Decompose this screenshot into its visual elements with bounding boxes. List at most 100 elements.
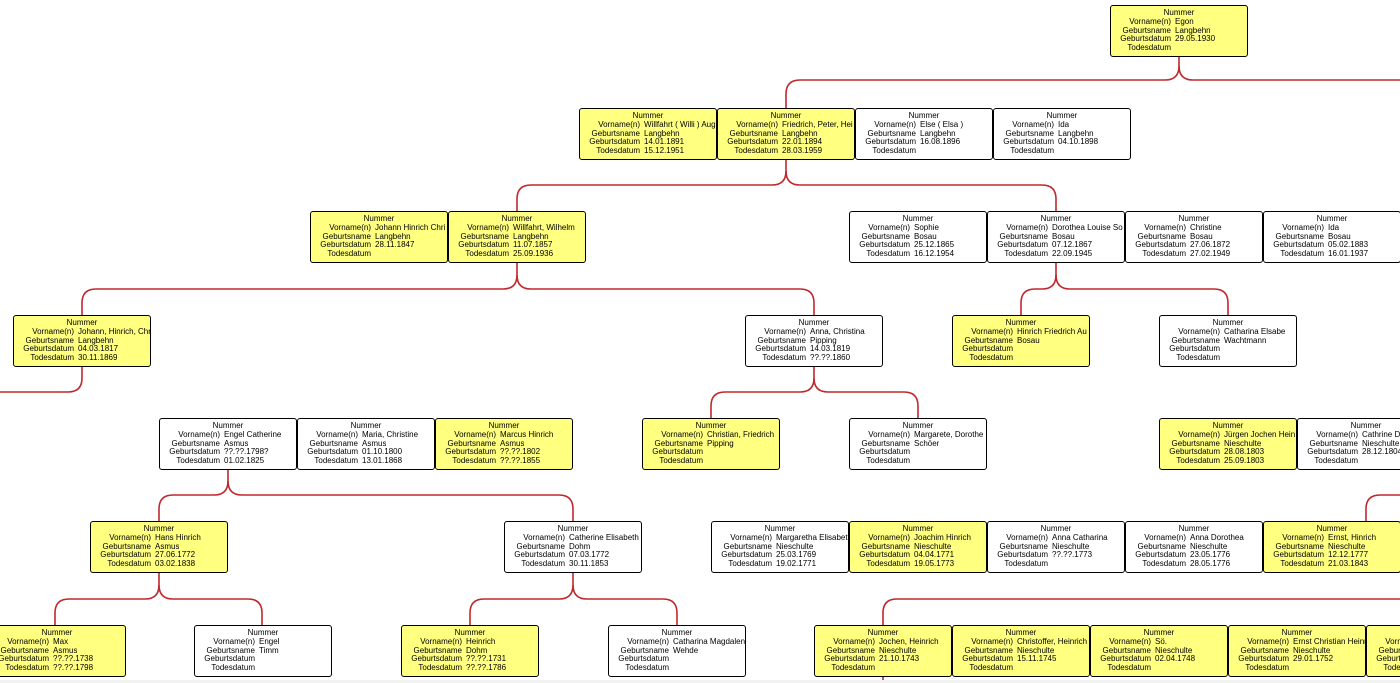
connector-willfahrt-left [81,263,518,315]
given-name-row: Vorname(n)Ernst Christian Heinr [1229,637,1365,647]
birth-name-label: Geburtsname [654,438,703,448]
connector-egon-left [785,57,1180,108]
birth-date-label: Geburtsdatum [458,240,509,250]
death-date-value: 28.03.1959 [782,147,823,156]
death-date-value: ??.??.1798 [53,664,94,673]
death-date-label: Todesdatum [831,663,875,673]
given-name-value: Engel [259,637,280,646]
connector-catherine-left [469,573,574,625]
death-date-label: Todesdatum [1176,353,1220,363]
given-name-value: Christian, Friedrich [707,430,775,439]
death-date-label: Todesdatum [969,663,1013,673]
number-label: Nummer [143,524,175,533]
birth-date-label: Geburtsdatum [859,240,910,250]
birth-date-label: Geburtsdatum [1273,240,1324,250]
birth-name-value: Nieschulte [1224,439,1262,448]
given-name-value: Dorothea Louise So [1052,223,1123,232]
number-label: Nummer [867,628,899,637]
person-card-edge-partial[interactable]: NummerVorname(n)GeburtsnameGeburtsdatumT… [1366,625,1400,677]
birth-date-value: 07.03.1772 [569,551,610,560]
number-label: Nummer [1143,628,1175,637]
given-name-row: Vorname(n)Friedrich, Peter, Hei [718,120,854,130]
birth-name-value: Asmus [362,439,387,448]
death-date-value [703,457,707,466]
birth-name-value: Schöer [914,439,940,448]
birth-date-value: 27.06.1772 [155,551,196,560]
death-date-label: Todesdatum [1280,249,1324,259]
connector-egon-right [1178,65,1400,81]
birth-name-label: Geburtsname [1171,335,1220,345]
birth-name-label: Geburtsname [1122,25,1171,35]
birth-date-row: Geburtsdatum??.??.1802 [436,448,572,457]
birth-date-row: Geburtsdatum??.??.1738 [0,655,125,664]
given-name-row: Vorname(n)Engel Catherine [160,430,296,440]
birth-name-label: Geburtsname [861,541,910,551]
birth-name-label: Geburtsname [1275,541,1324,551]
birth-name-value: Langbehn [782,129,818,138]
given-name-row: Vorname(n)Catharina Magdalen [609,637,745,647]
birth-name-value: Langbehn [920,129,956,138]
birth-name-label: Geburtsname [1137,231,1186,241]
number-label: Nummer [695,421,727,430]
given-name-row: Vorname(n)Jürgen Jochen Hein [1160,430,1296,440]
birth-date-value: 29.05.1930 [1175,35,1216,44]
birth-name-label: Geburtsname [460,231,509,241]
birth-date-row: Geburtsdatum [1367,655,1400,664]
birth-name-value: Pipping [707,439,734,448]
death-date-row: Todesdatum [994,146,1130,156]
birth-name-value: Timm [259,646,279,655]
birth-date-value: 14.01.1891 [644,138,685,147]
death-date-label: Todesdatum [659,456,703,466]
death-date-label: Todesdatum [1107,663,1151,673]
